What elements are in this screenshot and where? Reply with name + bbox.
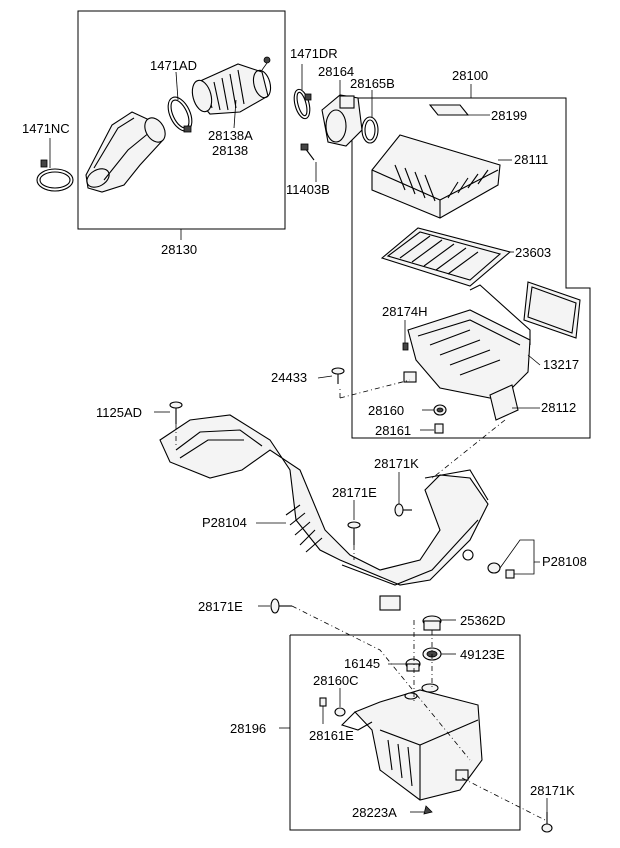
label-28196: 28196 xyxy=(230,721,266,736)
label-1471DR: 1471DR xyxy=(290,46,338,61)
label-28171E-lower: 28171E xyxy=(198,599,243,614)
assembly-line-3 xyxy=(429,419,506,481)
resonator-duct-P28104 xyxy=(159,414,489,611)
clip-28223A xyxy=(423,805,433,815)
label-28174H: 28174H xyxy=(382,304,428,319)
label-28161E: 28161E xyxy=(309,728,354,743)
label-28138A: 28138A xyxy=(208,128,253,143)
bushing-28161 xyxy=(434,423,444,434)
group-box-28130 xyxy=(77,10,286,230)
label-28199 xyxy=(428,104,470,116)
grommet-16145 xyxy=(405,658,421,672)
air-cleaner-cover-28111 xyxy=(371,134,501,219)
label-28100: 28100 xyxy=(452,68,488,83)
bolt-28171E-upper xyxy=(347,521,361,545)
grommet-28160 xyxy=(433,404,447,416)
label-28171E-upper: 28171E xyxy=(332,485,377,500)
label-28164: 28164 xyxy=(318,64,354,79)
label-49123E: 49123E xyxy=(460,647,505,662)
gasket-28165B xyxy=(361,116,379,144)
label-28160C: 28160C xyxy=(313,673,359,688)
resonator-28196 xyxy=(340,683,483,801)
label-25362D: 25362D xyxy=(460,613,506,628)
label-28161: 28161 xyxy=(375,423,411,438)
label-13217: 13217 xyxy=(543,357,579,372)
grommet-28160C xyxy=(334,707,346,717)
assembly-line-4 xyxy=(291,605,471,761)
bushing-28161E xyxy=(319,697,327,707)
label-28171K-lower: 28171K xyxy=(530,783,575,798)
air-filter-element-23603 xyxy=(380,227,512,287)
air-flow-sensor-28164 xyxy=(321,94,363,147)
bolt-1125AD xyxy=(169,401,183,424)
bolt-28171K-upper xyxy=(394,503,412,517)
bolt-28171E-lower xyxy=(270,598,292,614)
hose-clamp-1471NC xyxy=(36,159,74,192)
label-28160: 28160 xyxy=(368,403,404,418)
group-box-28196 xyxy=(289,634,521,831)
label-28171K-upper: 28171K xyxy=(374,456,419,471)
label-28112: 28112 xyxy=(541,400,576,415)
assembly-line-1 xyxy=(339,379,411,399)
label-P28108: P28108 xyxy=(542,554,587,569)
label-23603: 23603 xyxy=(515,245,551,260)
label-28130: 28130 xyxy=(161,242,197,257)
air-intake-duct-28130 xyxy=(85,111,166,193)
label-24433: 24433 xyxy=(271,370,307,385)
assembly-line-7 xyxy=(461,777,546,821)
label-leaders xyxy=(49,64,548,813)
bellows-hose-28138 xyxy=(191,56,272,115)
label-28138: 28138 xyxy=(212,143,248,158)
label-1471AD: 1471AD xyxy=(150,58,197,73)
air-cleaner-body-28112 xyxy=(402,284,531,421)
label-16145: 16145 xyxy=(344,656,380,671)
label-28111: 28111 xyxy=(514,152,548,167)
grommet-P28108 xyxy=(487,562,515,579)
label-28223A: 28223A xyxy=(352,805,397,820)
screw-11403B xyxy=(300,143,315,161)
cap-25362D xyxy=(422,615,442,631)
group-box-28100 xyxy=(351,97,591,439)
label-1471NC: 1471NC xyxy=(22,121,70,136)
label-11403B: 11403B xyxy=(286,182,330,197)
bolt-24433 xyxy=(331,367,345,384)
hose-clamp-1471DR xyxy=(293,88,312,120)
label-28199: 28199 xyxy=(491,108,527,123)
label-28165B: 28165B xyxy=(350,76,395,91)
filter-pad-13217 xyxy=(523,281,581,339)
label-1125AD: 1125AD xyxy=(96,405,142,420)
label-P28104: P28104 xyxy=(202,515,247,530)
bolt-28171K-lower xyxy=(541,812,553,833)
hose-clamp-1471AD xyxy=(167,96,193,133)
